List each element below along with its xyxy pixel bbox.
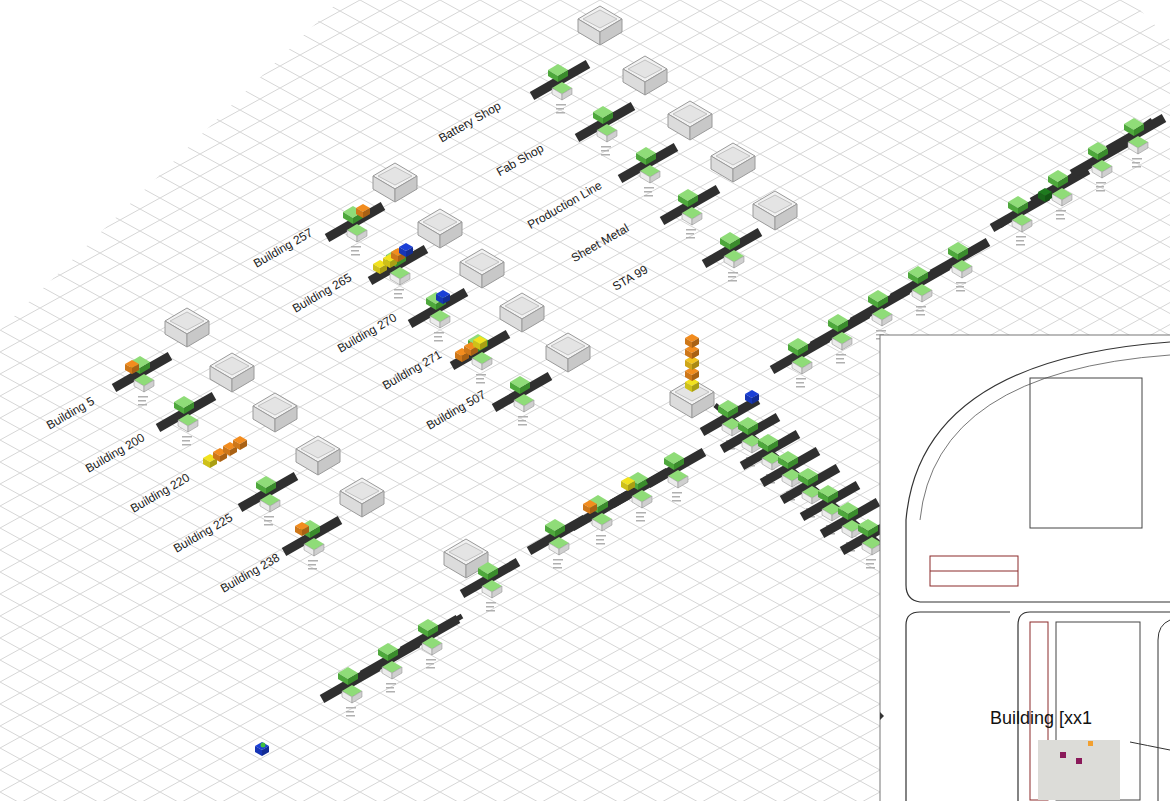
- part-cube: [685, 334, 699, 348]
- station: [494, 376, 550, 426]
- station: [577, 106, 633, 156]
- building-footprint: [1038, 740, 1120, 800]
- map-label: Building [xx1: [990, 707, 1092, 729]
- storage-box: [623, 56, 667, 95]
- building-outline: [1030, 378, 1142, 528]
- map-point: [1088, 741, 1093, 746]
- road: [1130, 742, 1170, 750]
- map-panel: [880, 335, 1170, 801]
- station: [370, 249, 426, 299]
- part-cube: [473, 336, 487, 350]
- storage-box: [578, 6, 622, 45]
- road: [1158, 620, 1170, 801]
- station: [932, 242, 988, 292]
- building-outline: [930, 556, 1018, 586]
- part-cube: [436, 290, 450, 304]
- storage-box: [373, 163, 417, 202]
- station: [662, 189, 718, 239]
- part-cube: [356, 204, 370, 218]
- station: [1072, 142, 1128, 192]
- storage-box: [668, 101, 712, 140]
- part-cube: [233, 436, 247, 450]
- station: [992, 196, 1048, 246]
- storage-box: [165, 308, 209, 347]
- map-point: [1076, 758, 1082, 764]
- station: [452, 334, 508, 384]
- storage-box: [253, 393, 297, 432]
- storage-box: [500, 293, 544, 332]
- station: [620, 147, 676, 197]
- part-dot: [261, 743, 266, 748]
- storage-box: [670, 379, 714, 418]
- station: [648, 452, 704, 502]
- storage-box: [546, 333, 590, 372]
- building-outline: [930, 571, 1018, 572]
- storage-box: [210, 353, 254, 392]
- part-cube: [621, 477, 635, 491]
- part-cube: [255, 742, 269, 756]
- road: [1018, 612, 1170, 801]
- station: [1108, 118, 1164, 168]
- station: [532, 64, 588, 114]
- station: [704, 232, 760, 282]
- road: [906, 342, 1170, 602]
- storage-box: [753, 191, 797, 230]
- part-cube: [295, 522, 309, 536]
- station: [1032, 170, 1088, 220]
- station: [402, 619, 458, 669]
- storage-box: [418, 209, 462, 248]
- station: [240, 476, 296, 526]
- road: [920, 355, 1170, 520]
- part-cube: [745, 390, 759, 404]
- station: [284, 520, 340, 570]
- storage-boxes: [165, 6, 797, 578]
- part-cube: [399, 243, 413, 257]
- storage-box: [711, 143, 755, 182]
- storage-box: [460, 249, 504, 288]
- part-cube: [583, 500, 597, 514]
- station: [327, 206, 383, 256]
- road: [906, 612, 1010, 801]
- station: [462, 562, 518, 612]
- part-cube: [1038, 188, 1052, 202]
- station: [158, 396, 214, 446]
- map-point: [1060, 752, 1066, 758]
- storage-box: [296, 436, 340, 475]
- part-cube: [125, 360, 139, 374]
- storage-box: [340, 478, 384, 517]
- site-map-inset: [880, 335, 1170, 801]
- map-marker: [880, 712, 884, 720]
- station: [114, 356, 170, 406]
